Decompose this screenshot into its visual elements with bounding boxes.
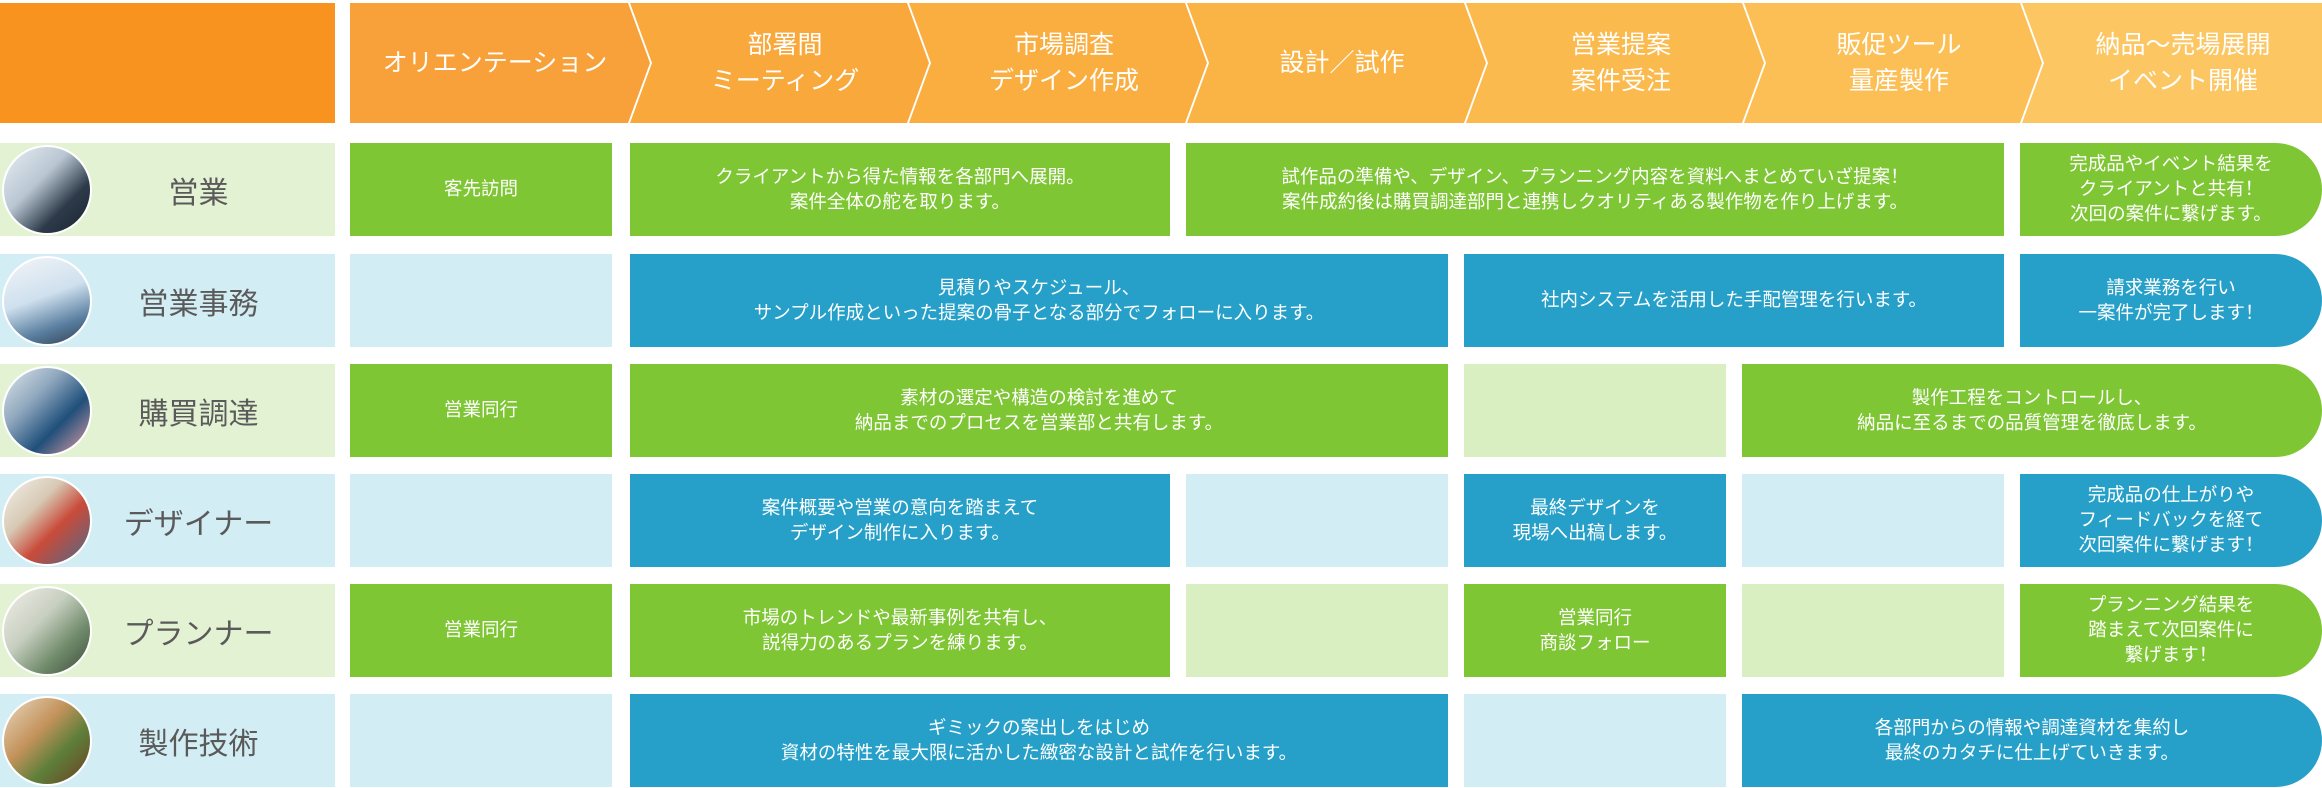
phase-delivery-event: 納品〜売場展開 イベント開催 xyxy=(2095,30,2271,95)
phase-department-meeting: 部署間 ミーティング xyxy=(710,30,860,95)
cell-procurement-3 xyxy=(1464,364,1726,457)
cell-designer-3 xyxy=(1186,474,1448,567)
avatar-planner xyxy=(2,585,92,676)
role-row-production-tech: 製作技術 xyxy=(0,694,335,787)
cell-planner-6: プランニング結果を 踏まえて次回案件に 繋げます！ xyxy=(2020,584,2322,677)
cell-procurement-1: 営業同行 xyxy=(350,364,612,457)
cell-procurement-4: 製作工程をコントロールし、 納品に至るまでの品質管理を徹底します。 xyxy=(1742,364,2322,457)
phase-design-prototype: 設計／試作 xyxy=(1279,48,1405,77)
phase-market-research: 市場調査 デザイン作成 xyxy=(988,30,1139,95)
role-label-planner: プランナー xyxy=(123,616,274,652)
role-label-designer: デザイナー xyxy=(123,506,274,542)
cell-production-tech-2: ギミックの案出しをはじめ 資材の特性を最大限に活かした緻密な設計と試作を行います… xyxy=(630,694,1448,787)
cell-sales-1: 客先訪問 xyxy=(350,143,612,236)
cell-designer-2: 案件概要や営業の意向を踏まえて デザイン制作に入ります。 xyxy=(630,474,1170,567)
role-row-designer: デザイナー xyxy=(0,474,335,567)
phase-arrow-2 xyxy=(630,3,929,123)
phase-arrow-1 xyxy=(350,3,650,123)
cell-planner-4: 営業同行 商談フォロー xyxy=(1464,584,1726,677)
avatar-production-tech xyxy=(2,695,92,786)
role-label-sales-admin: 営業事務 xyxy=(138,286,259,322)
avatar-designer xyxy=(2,475,92,566)
cell-sales-admin-4: 請求業務を行い 一案件が完了します！ xyxy=(2020,254,2322,347)
phase-arrow-3 xyxy=(909,3,1207,123)
cell-sales-4: 完成品やイベント結果を クライアントと共有！ 次回の案件に繋げます。 xyxy=(2020,143,2322,236)
role-row-sales: 営業 xyxy=(0,143,335,236)
phase-orientation: オリエンテーション xyxy=(382,48,608,77)
role-row-planner: プランナー xyxy=(0,584,335,677)
cell-designer-4: 最終デザインを 現場へ出稿します。 xyxy=(1464,474,1726,567)
role-row-procurement: 購買調達 xyxy=(0,364,335,457)
phase-arrow-7 xyxy=(2022,3,2322,123)
avatar-sales xyxy=(2,144,92,235)
header-corner xyxy=(0,3,335,123)
cell-procurement-2: 素材の選定や構造の検討を進めて 納品までのプロセスを営業部と共有します。 xyxy=(630,364,1448,457)
avatar-sales-admin xyxy=(2,255,92,346)
cell-production-tech-3 xyxy=(1464,694,1726,787)
cell-production-tech-1 xyxy=(350,694,612,787)
cell-sales-3: 試作品の準備や、デザイン、プランニング内容を資料へまとめていざ提案！ 案件成約後… xyxy=(1186,143,2004,236)
cell-designer-5 xyxy=(1742,474,2004,567)
role-label-sales: 営業 xyxy=(168,175,229,211)
role-label-procurement: 購買調達 xyxy=(138,396,259,432)
cell-designer-1 xyxy=(350,474,612,567)
phase-arrows xyxy=(350,3,2322,123)
phase-mass-production: 販促ツール 量産製作 xyxy=(1836,30,1962,95)
cell-sales-2: クライアントから得た情報を各部門へ展開。 案件全体の舵を取ります。 xyxy=(630,143,1170,236)
cell-sales-admin-3: 社内システムを活用した手配管理を行います。 xyxy=(1464,254,2004,347)
cell-sales-admin-2: 見積りやスケジュール、 サンプル作成といった提案の骨子となる部分でフォローに入り… xyxy=(630,254,1448,347)
avatar-procurement xyxy=(2,365,92,456)
phase-arrow-4 xyxy=(1187,3,1486,123)
cell-production-tech-4: 各部門からの情報や調達資材を集約し 最終のカタチに仕上げていきます。 xyxy=(1742,694,2322,787)
cell-sales-admin-1 xyxy=(350,254,612,347)
phase-arrow-6 xyxy=(1744,3,2042,123)
cell-planner-5 xyxy=(1742,584,2004,677)
cell-planner-2: 市場のトレンドや最新事例を共有し、 説得力のあるプランを練ります。 xyxy=(630,584,1170,677)
phase-arrow-5 xyxy=(1466,3,1764,123)
cell-designer-6: 完成品の仕上がりや フィードバックを経て 次回案件に繋げます！ xyxy=(2020,474,2322,567)
phase-sales-proposal: 営業提案 案件受注 xyxy=(1570,30,1671,95)
role-label-production-tech: 製作技術 xyxy=(138,726,259,762)
role-row-sales-admin: 営業事務 xyxy=(0,254,335,347)
cell-planner-3 xyxy=(1186,584,1448,677)
cell-planner-1: 営業同行 xyxy=(350,584,612,677)
